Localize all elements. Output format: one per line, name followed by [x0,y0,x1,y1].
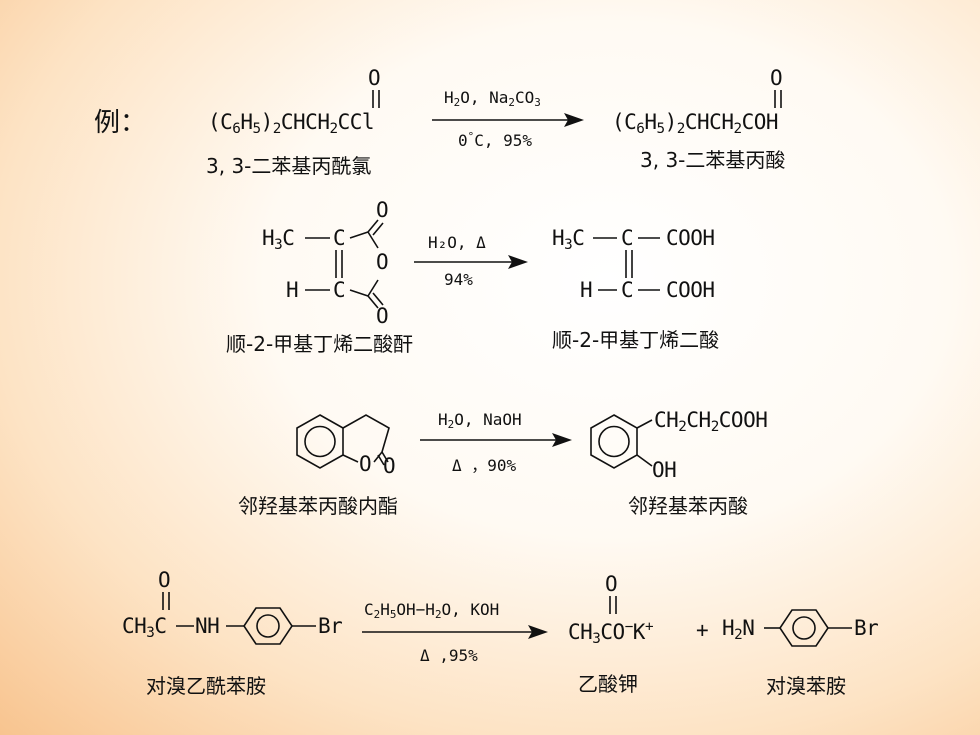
r3-bond-ring-o [342,454,359,463]
r1-condition-temp-yield: 0°C, 95% [458,130,532,150]
r2-product-methyl: H3C [552,226,585,253]
r2-carbon-bottom: C [333,278,346,302]
r3-p-benzene-ring [590,414,638,469]
r1-product-name: 3, 3-二苯基丙酸 [640,148,786,172]
r1-carbonyl-oxygen: O [368,66,381,90]
r4-product-potassium-acetate: CH3CO−K+ [568,619,654,647]
r1-reactant-name: 3, 3-二苯基丙酰氯 [206,154,372,178]
r4-product2-name: 对溴苯胺 [766,674,846,698]
r2-condition-reagents: H₂O, Δ [428,233,486,252]
r4-product-carbonyl-oxygen: O [605,572,618,596]
r4-acetyl-group: CH3C [122,614,167,641]
r3-product-hydroxyl: OH [652,458,677,482]
r4-reactant-name: 对溴乙酰苯胺 [146,674,266,698]
r2-product-cooh-bottom: COOH [666,278,715,302]
r4-amide-nh: NH [195,614,220,638]
r2-bond-co-omid2 [367,279,379,297]
r2-condition-yield: 94% [444,270,473,289]
r4-product-bromine: Br [854,616,879,640]
r3-carbonyl-oxygen: O [383,454,396,478]
r3-arrow-head [552,433,572,447]
r2-product-name: 顺-2-甲基丁烯二酸 [552,328,720,352]
r3-product-side-chain: CH2CH2COOH [654,408,768,435]
r3-condition-heat-yield: Δ ，90% [452,456,517,475]
example-label: 例： [94,108,147,138]
r2-product-hydrogen: H [580,278,593,302]
r3-benzene-aromatic-circle [304,425,336,458]
r2-product-carbon-top: C [621,226,634,250]
r2-oxygen-top: O [376,198,389,222]
r2-arrow-head [508,255,528,269]
r4-plus-sign: + [696,618,709,642]
r4-p-benzene-ring [779,609,829,647]
r2-bond-co-otop-b [372,222,384,236]
r1-product-carbonyl-oxygen: O [770,66,783,90]
r4-condition-heat-yield: Δ ,95% [420,646,478,665]
r4-benzene-ring [243,607,293,645]
r2-methyl-group: H3C [262,226,295,253]
r3-carbonyl-a [381,451,389,463]
r4-p-aromatic-circle [792,616,816,640]
r2-oxygen-bottom: O [376,304,389,328]
r4-arrow-head [528,625,548,639]
r2-carbon-top: C [333,226,346,250]
r2-bond-ctop-co [349,231,369,239]
r2-bond-co-otop-a [367,219,379,233]
r4-bromine: Br [318,614,343,638]
r1-arrow-head [564,113,584,127]
r2-bond-co-omid [367,231,379,249]
r2-oxygen-ring: O [376,250,389,274]
r3-p-bond-chain [636,419,653,429]
r2-reactant-name: 顺-2-甲基丁烯二酸酐 [226,332,414,356]
r2-product-cooh-top: COOH [666,226,715,250]
r2-product-carbon-bottom: C [621,278,634,302]
r3-carbonyl-b [377,454,385,466]
r3-p-bond-oh [636,454,653,467]
r1-product-formula: (C6H5)2CHCH2COH [612,110,779,137]
r3-product-name: 邻羟基苯丙酸 [628,494,748,518]
r2-hydrogen: H [286,278,299,302]
r3-bond-o-c [373,451,383,463]
r2-bond-co-obot-b [372,292,384,306]
r4-condition-reagents: C2H5OH−H2O, KOH [364,600,500,622]
r3-benzene-ring [296,414,344,469]
r4-aromatic-circle [256,614,280,638]
r3-lactone-ring [342,414,390,453]
r3-p-aromatic-circle [598,425,630,458]
r4-carbonyl-oxygen: O [158,568,171,592]
r2-bond-co-obot-a [367,295,379,309]
r2-bond-cbot-co [349,289,369,297]
r3-ring-oxygen: O [359,452,372,476]
r1-condition-reagents: H2O, Na2CO3 [444,88,541,110]
r3-reactant-name: 邻羟基苯丙酸内酯 [238,494,398,518]
r3-condition-reagents: H2O, NaOH [438,410,522,432]
r4-product-name: 乙酸钾 [578,672,638,696]
r1-reactant-formula: (C6H5)2CHCH2CCl [208,110,375,137]
r4-product-amine: H2N [722,616,755,643]
